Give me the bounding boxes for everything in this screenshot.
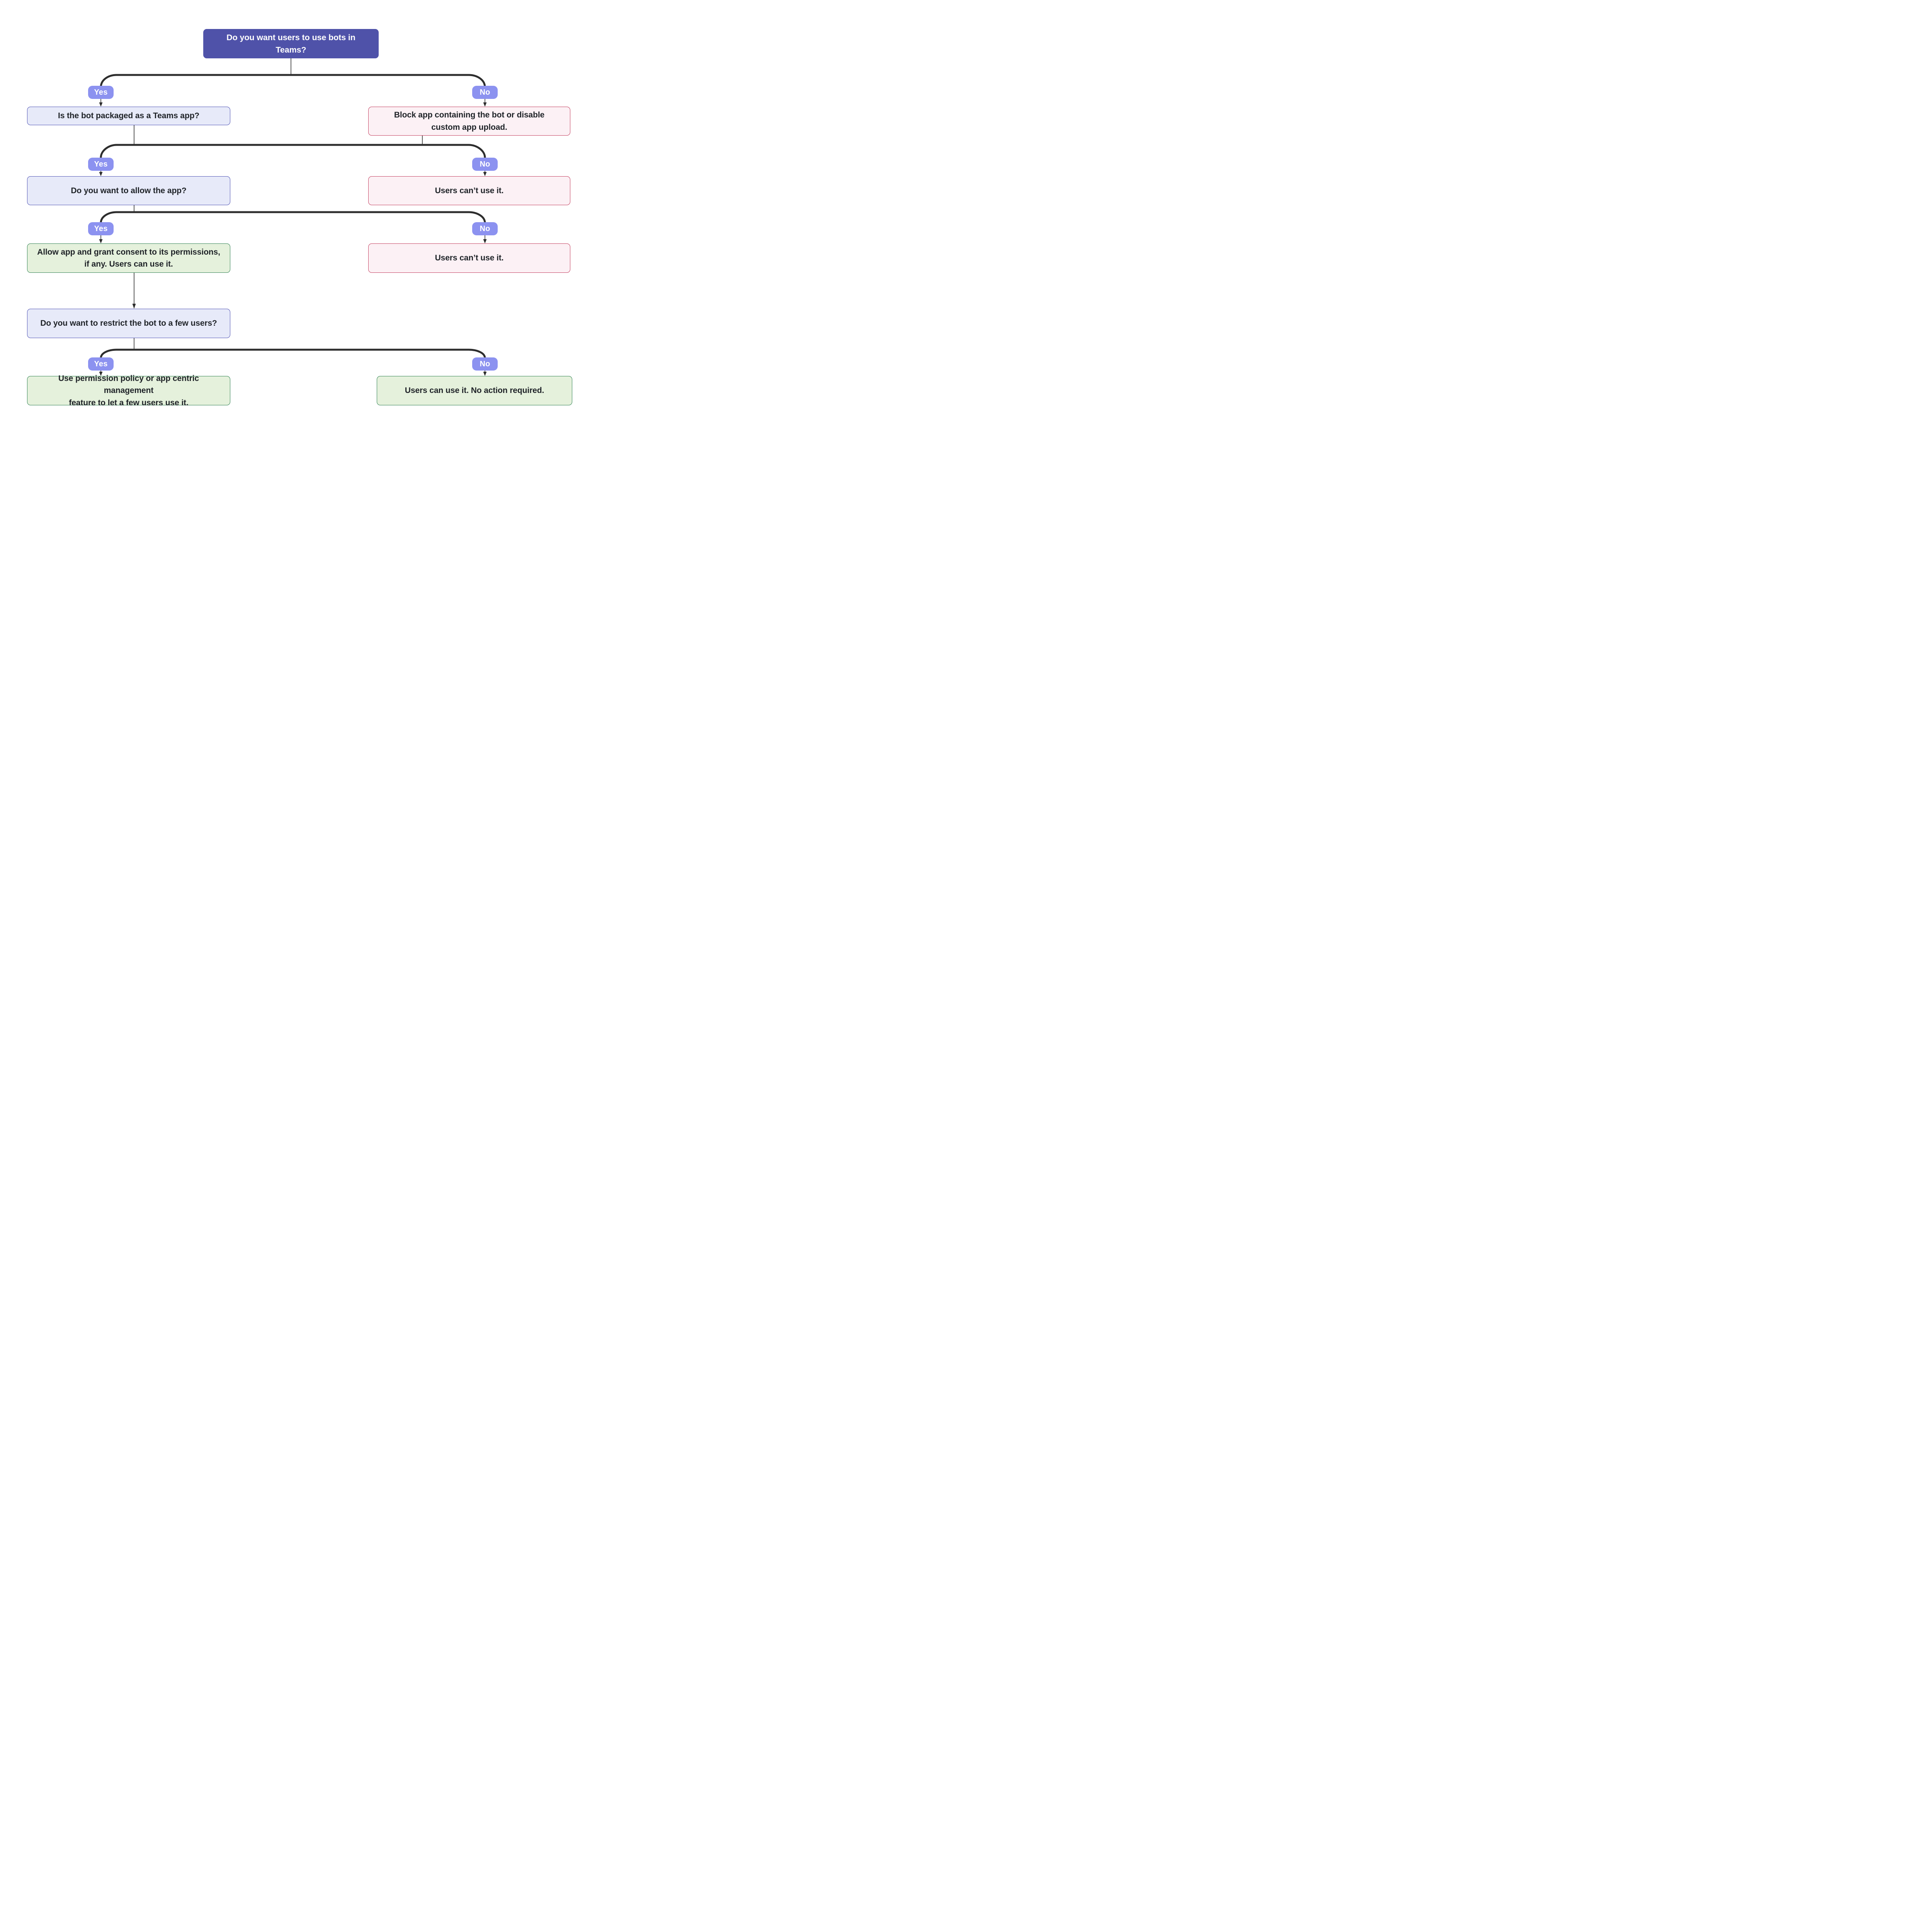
connector-split-2 [100,144,486,158]
bots-decision-flowchart: Do you want users to use bots in Teams? … [0,0,597,447]
connector-split-4 [100,349,486,359]
decision-root: Do you want users to use bots in Teams? [203,29,379,58]
node-can-use: Users can use it. No action required. [377,376,572,405]
edge-label-yes-4: Yes [88,357,114,371]
node-q-packaged: Is the bot packaged as a Teams app? [27,107,230,125]
node-use-policy: Use permission policy or app centric man… [27,374,230,407]
arrow-no-3-head [483,239,487,243]
edge-label-no-4: No [472,357,498,371]
arrow-yes-1-head [99,102,103,107]
arrow-no-2-head [483,172,487,176]
connector-split-1 [100,74,486,88]
edge-label-no-2: No [472,158,498,171]
arrow-yes-4-head [99,372,103,376]
node-q-allow: Do you want to allow the app? [27,176,230,205]
node-q-restrict: Do you want to restrict the bot to a few… [27,309,230,338]
arrow-no-1-head [483,102,487,107]
arrow-grant-to-restrict-head [132,304,136,309]
edge-label-yes-1: Yes [88,86,114,99]
arrow-yes-3-head [99,239,103,243]
edge-label-yes-2: Yes [88,158,114,171]
connector-split-3 [100,211,486,223]
connector-layer [99,58,487,376]
edge-label-yes-3: Yes [88,222,114,235]
edge-label-no-1: No [472,86,498,99]
node-cant-use-1: Users can’t use it. [368,176,570,205]
arrow-no-4-head [483,372,487,376]
arrow-yes-2-head [99,172,103,176]
edge-label-no-3: No [472,222,498,235]
node-cant-use-2: Users can’t use it. [368,243,570,273]
node-allow-grant: Allow app and grant consent to its permi… [27,243,230,273]
node-block-app: Block app containing the bot or disable … [368,107,570,136]
